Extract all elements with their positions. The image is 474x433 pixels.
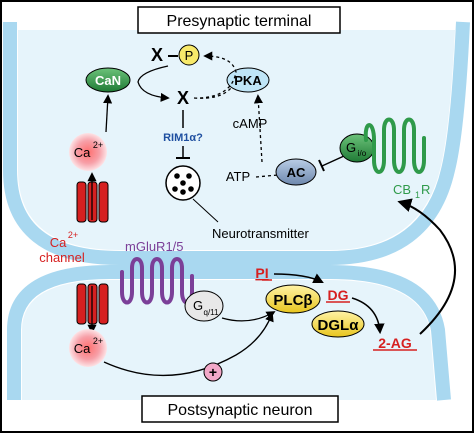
phosphate-label: P [185,48,194,63]
ac-to-pka-arrow [253,94,263,163]
retrograde-2ag-arrow [397,198,456,335]
ca-to-can-arrow [103,94,113,133]
gio-inhibition-bar [318,159,325,172]
rim-label: RIM1α? [163,132,203,144]
synaptic-vesicle [165,165,201,201]
gq-label: G [193,298,203,313]
presynaptic-title-box: Presynaptic terminal [137,6,341,34]
can-dephosphorylation-arrow [137,65,170,102]
ca-channel-label: Ca 2+ channel [39,230,85,265]
pka-phosphorylation-arrow [199,51,237,99]
ca-channel-superscript: 2+ [68,230,78,240]
gio-subscript: i/o [358,149,367,158]
camp-label: cAMP [233,116,268,131]
ca-channel-presynaptic [76,181,109,223]
ca-channel-word: channel [39,250,85,265]
ca-to-plcb-arrow [103,312,274,377]
presynaptic-title: Presynaptic terminal [167,13,312,30]
mglur-label: mGluR1/5 [125,239,184,254]
ca-pre-label: Ca [74,145,91,160]
dgla-node: DGLα [311,310,365,338]
plcb-label: PLCβ [273,292,312,309]
plcb-node: PLCβ [265,284,321,314]
can-label: CaN [95,73,121,88]
neurotransmitter-label: Neurotransmitter [212,226,309,241]
atp-label: ATP [226,169,250,184]
ca-channel-main: Ca [50,235,67,250]
dgla-label: DGLα [318,317,360,334]
cb1r-label-tail: R [421,182,430,197]
ca-postsynaptic-node: Ca 2+ [69,329,107,367]
gio-to-ac-line [321,155,345,167]
pi-label: PI [255,265,268,281]
ca-pre-superscript: 2+ [93,140,103,150]
atp-to-ac-dashed [255,174,279,178]
neurotransmitter-pointer [192,198,219,223]
pka-to-x-dashed [193,87,232,99]
plus-node: + [203,362,223,382]
pka-node: PKA [226,67,270,93]
gq-subscript: q/11 [204,308,220,317]
gio-node: G i/o [339,133,375,163]
cb1r-label: CB 1 R [393,182,430,200]
ca-post-label: Ca [74,341,91,356]
plus-label: + [209,364,217,380]
dg-to-2ag-arrow [351,297,385,335]
ca-presynaptic-node: Ca 2+ [69,133,107,171]
x-target-top: X [151,45,163,65]
dg-label: DG [328,287,349,303]
cb1r-label-main: CB [393,182,411,197]
cb1r-receptor [363,117,426,174]
gq-to-plcb-arrow [221,311,276,322]
two-ag-label: 2-AG [378,335,412,351]
x-target-middle: X [177,88,189,108]
pka-label: PKA [234,73,262,88]
cb1r-label-sub: 1 [415,190,420,200]
postsynaptic-title: Postsynaptic neuron [168,402,313,419]
gio-label: G [346,140,356,155]
pi-to-dg-arrow [273,273,324,283]
phosphate-node: P [178,44,200,66]
postsynaptic-title-box: Postsynaptic neuron [141,395,339,423]
can-node: CaN [85,67,131,93]
gq-node: G q/11 [184,290,224,322]
mglur-receptor [120,257,194,305]
ac-node: AC [275,158,317,186]
ac-label: AC [287,165,306,180]
ca-post-superscript: 2+ [93,336,103,346]
